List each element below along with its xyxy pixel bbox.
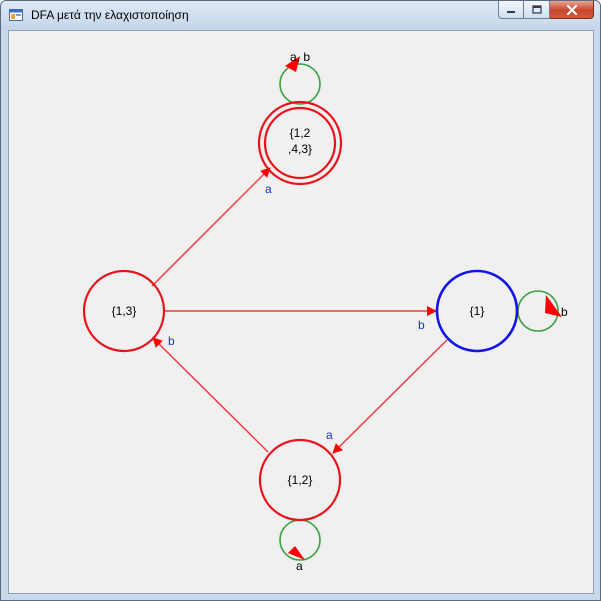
title-bar[interactable]: DFA μετά την ελαχιστοποίηση — [1, 1, 600, 30]
loop-arrowhead-bottom — [288, 546, 305, 560]
state-13[interactable]: {1,3} — [82, 269, 166, 353]
state-12[interactable]: {1,2} — [258, 438, 342, 522]
edge-label-13-to-1: b — [418, 318, 425, 332]
self-loop-accepting — [279, 56, 321, 105]
window-title: DFA μετά την ελαχιστοποίηση — [31, 8, 189, 22]
state-1243-label-line2: ,4,3} — [288, 142, 312, 156]
transition-1-to-12 — [332, 339, 448, 454]
transition-13-to-124 — [151, 167, 271, 287]
loop-arrowhead-right — [545, 295, 562, 317]
loop-label-top: a, b — [290, 50, 310, 64]
close-icon — [566, 4, 577, 15]
state-13-label: {1,3} — [112, 304, 137, 318]
dfa-canvas-area — [8, 30, 594, 594]
state-1243-label-line1: {1,2 — [290, 126, 311, 140]
transition-12-to-13 — [152, 337, 269, 453]
state-1243-accepting[interactable]: {1,2 ,4,3} — [257, 100, 343, 186]
loop-label-bottom: a — [296, 559, 303, 573]
loop-arrowhead-top — [285, 56, 300, 72]
loop-label-right: b — [561, 305, 568, 319]
close-button[interactable] — [550, 1, 594, 19]
state-1-label: {1} — [470, 304, 485, 318]
minimize-icon — [507, 10, 515, 13]
maximize-button[interactable] — [524, 1, 550, 19]
edge-label-12-to-13: b — [168, 334, 175, 348]
self-loop-bottom — [279, 519, 321, 561]
application-window-icon — [9, 9, 23, 21]
minimize-button[interactable] — [498, 1, 524, 19]
edge-label-13-to-124: a — [265, 182, 272, 196]
state-12-label: {1,2} — [288, 473, 313, 487]
state-1-start[interactable]: {1} — [435, 269, 519, 353]
self-loop-start — [517, 290, 562, 332]
caption-buttons — [498, 1, 594, 21]
maximize-icon — [531, 5, 542, 14]
edge-label-1-to-12: a — [326, 428, 333, 442]
